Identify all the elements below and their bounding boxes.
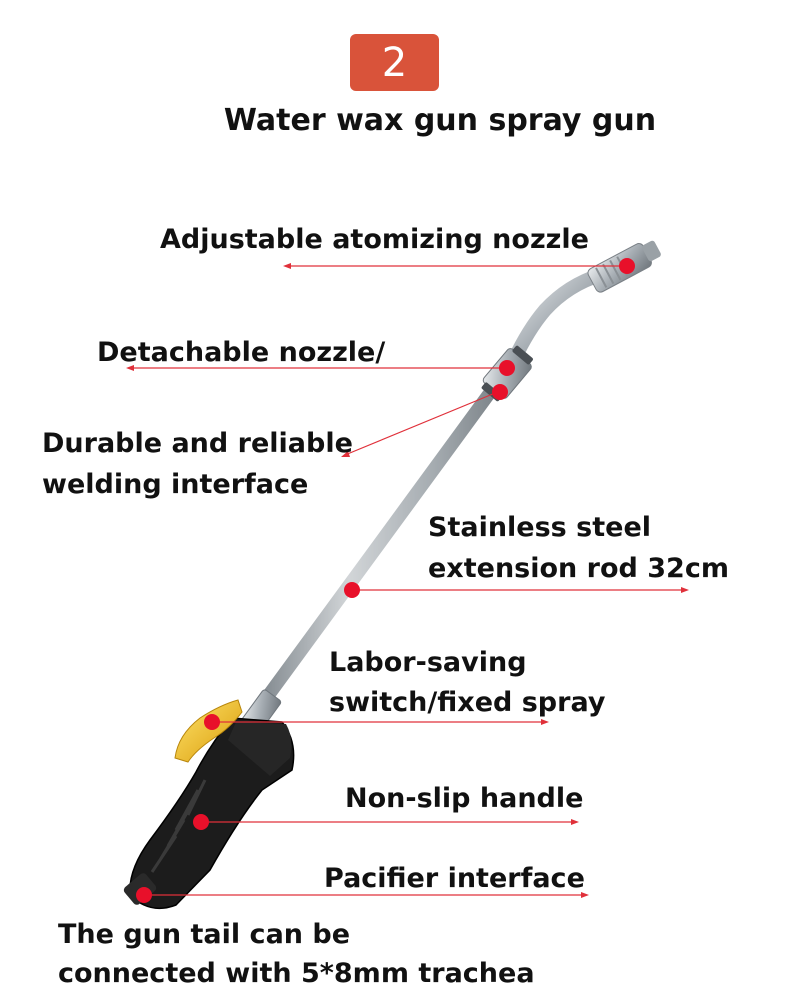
pointer-lines <box>130 265 685 896</box>
label-detachable-nozzle: Detachable nozzle/ <box>97 337 386 368</box>
label-switch-line1: Labor-saving <box>329 647 527 678</box>
label-welding-interface-line1: Durable and reliable <box>42 428 353 459</box>
label-non-slip-handle: Non-slip handle <box>345 783 584 814</box>
label-adjustable-nozzle: Adjustable atomizing nozzle <box>160 224 589 255</box>
label-welding-interface-line2: welding interface <box>42 469 309 500</box>
extension-rod <box>258 365 512 707</box>
label-extension-rod-line2: extension rod 32cm <box>428 553 729 584</box>
label-extension-rod-line1: Stainless steel <box>428 512 652 543</box>
pointer-arrowheads <box>126 263 689 898</box>
callout-dots <box>136 258 635 903</box>
curved-nozzle-pipe <box>507 268 607 367</box>
label-pacifier-interface: Pacifier interface <box>324 863 585 894</box>
label-switch-line2: switch/fixed spray <box>329 687 606 718</box>
label-gun-tail-line1: The gun tail can be <box>58 919 351 950</box>
label-gun-tail-line2: connected with 5*8mm trachea <box>58 958 535 989</box>
step-number-badge: 2 <box>350 34 439 91</box>
trigger-switch <box>174 699 243 763</box>
page-title: Water wax gun spray gun <box>223 103 657 138</box>
